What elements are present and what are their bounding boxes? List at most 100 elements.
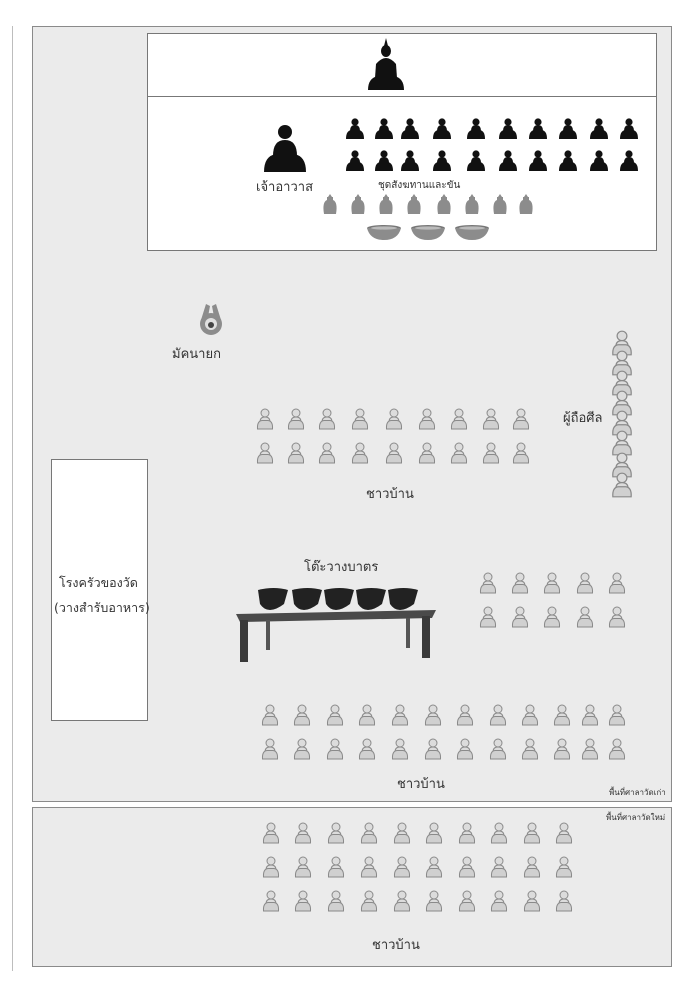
- villager-icon: [262, 890, 280, 912]
- villager-icon: [327, 890, 345, 912]
- monk-icon: [374, 150, 394, 172]
- villager-icon: [393, 856, 411, 878]
- villager-icon: [326, 704, 344, 726]
- villager-icon: [391, 704, 409, 726]
- water-bowl-icon: [410, 225, 446, 241]
- villager-icon: [553, 704, 571, 726]
- villager-icon: [360, 890, 378, 912]
- villager-icon: [543, 606, 561, 628]
- water-bowl-icon: [366, 225, 402, 241]
- kitchen-label-line1: โรงครัวของวัด: [59, 573, 138, 593]
- water-bowl-icon: [454, 225, 490, 241]
- ceremony-leader-icon: [196, 302, 226, 336]
- old-hall-label: พื้นที่ศาลาวัดเก่า: [609, 786, 666, 799]
- villager-icon: [581, 738, 599, 760]
- villager-icon: [358, 704, 376, 726]
- villager-icon: [523, 822, 541, 844]
- villager-icon: [256, 408, 274, 430]
- villager-icon: [293, 704, 311, 726]
- villager-icon: [608, 606, 626, 628]
- villager-icon: [512, 442, 530, 464]
- villager-icon: [327, 822, 345, 844]
- villager-icon: [555, 822, 573, 844]
- villager-icon: [523, 856, 541, 878]
- villager-icon: [490, 856, 508, 878]
- offering-bucket-icon: [464, 193, 480, 215]
- monk-icon: [400, 150, 420, 172]
- villager-icon: [608, 572, 626, 594]
- villager-icon: [385, 408, 403, 430]
- monk-icon: [558, 150, 578, 172]
- villagers-top-label: ชาวบ้าน: [366, 483, 414, 504]
- villager-icon: [458, 890, 476, 912]
- monk-icon: [619, 150, 639, 172]
- villager-icon: [425, 856, 443, 878]
- villager-icon: [293, 738, 311, 760]
- villager-icon: [576, 606, 594, 628]
- villager-icon: [358, 738, 376, 760]
- villager-icon: [287, 442, 305, 464]
- offering-bucket-icon: [406, 193, 422, 215]
- villager-icon: [287, 408, 305, 430]
- villager-icon: [482, 442, 500, 464]
- villager-icon: [360, 856, 378, 878]
- monk-icon: [558, 118, 578, 140]
- villager-icon: [458, 822, 476, 844]
- villager-icon: [393, 822, 411, 844]
- villager-icon: [479, 572, 497, 594]
- villager-icon: [261, 738, 279, 760]
- offering-bucket-icon: [322, 193, 338, 215]
- villager-icon: [489, 704, 507, 726]
- monk-icon: [528, 118, 548, 140]
- new-hall-label: พื้นที่ศาลาวัดใหม่: [606, 811, 665, 824]
- villager-icon: [489, 738, 507, 760]
- monk-icon: [400, 118, 420, 140]
- monk-icon: [528, 150, 548, 172]
- villager-icon: [521, 738, 539, 760]
- offering-bucket-icon: [518, 193, 534, 215]
- villager-icon: [424, 738, 442, 760]
- page-left-rule: [12, 26, 13, 971]
- villager-icon: [318, 408, 336, 430]
- villager-icon: [450, 408, 468, 430]
- villager-icon: [425, 890, 443, 912]
- villager-icon: [385, 442, 403, 464]
- villagers-bottom-label: ชาวบ้าน: [372, 934, 420, 955]
- villager-icon: [456, 738, 474, 760]
- villager-icon: [523, 890, 541, 912]
- monk-icon: [498, 150, 518, 172]
- villager-icon: [581, 704, 599, 726]
- monk-icon: [466, 118, 486, 140]
- buddha-icon: [366, 38, 406, 92]
- villager-icon: [360, 822, 378, 844]
- villager-icon: [327, 856, 345, 878]
- villager-icon: [608, 738, 626, 760]
- villager-icon: [482, 408, 500, 430]
- villager-icon: [256, 442, 274, 464]
- villager-icon: [326, 738, 344, 760]
- villager-icon: [425, 822, 443, 844]
- monk-icon: [374, 118, 394, 140]
- villagers-mid-label: ชาวบ้าน: [397, 773, 445, 794]
- villager-icon: [391, 738, 409, 760]
- alms-table-label: โต๊ะวางบาตร: [304, 556, 378, 577]
- villager-icon: [418, 442, 436, 464]
- monk-icon: [589, 118, 609, 140]
- villager-icon: [418, 408, 436, 430]
- villager-icon: [555, 890, 573, 912]
- villager-icon: [351, 442, 369, 464]
- villager-icon: [456, 704, 474, 726]
- abbot-icon: [262, 124, 308, 174]
- monk-icon: [432, 150, 452, 172]
- villager-icon: [553, 738, 571, 760]
- monk-offering-label: ชุดสังฆทานและขัน: [378, 178, 460, 193]
- villager-icon: [479, 606, 497, 628]
- kitchen-label-line2: (วางสำรับอาหาร): [54, 598, 150, 618]
- offering-bucket-icon: [436, 193, 452, 215]
- monk-icon: [466, 150, 486, 172]
- villager-icon: [294, 890, 312, 912]
- offering-bucket-icon: [492, 193, 508, 215]
- villager-icon: [424, 704, 442, 726]
- villager-icon: [521, 704, 539, 726]
- villager-icon: [450, 442, 468, 464]
